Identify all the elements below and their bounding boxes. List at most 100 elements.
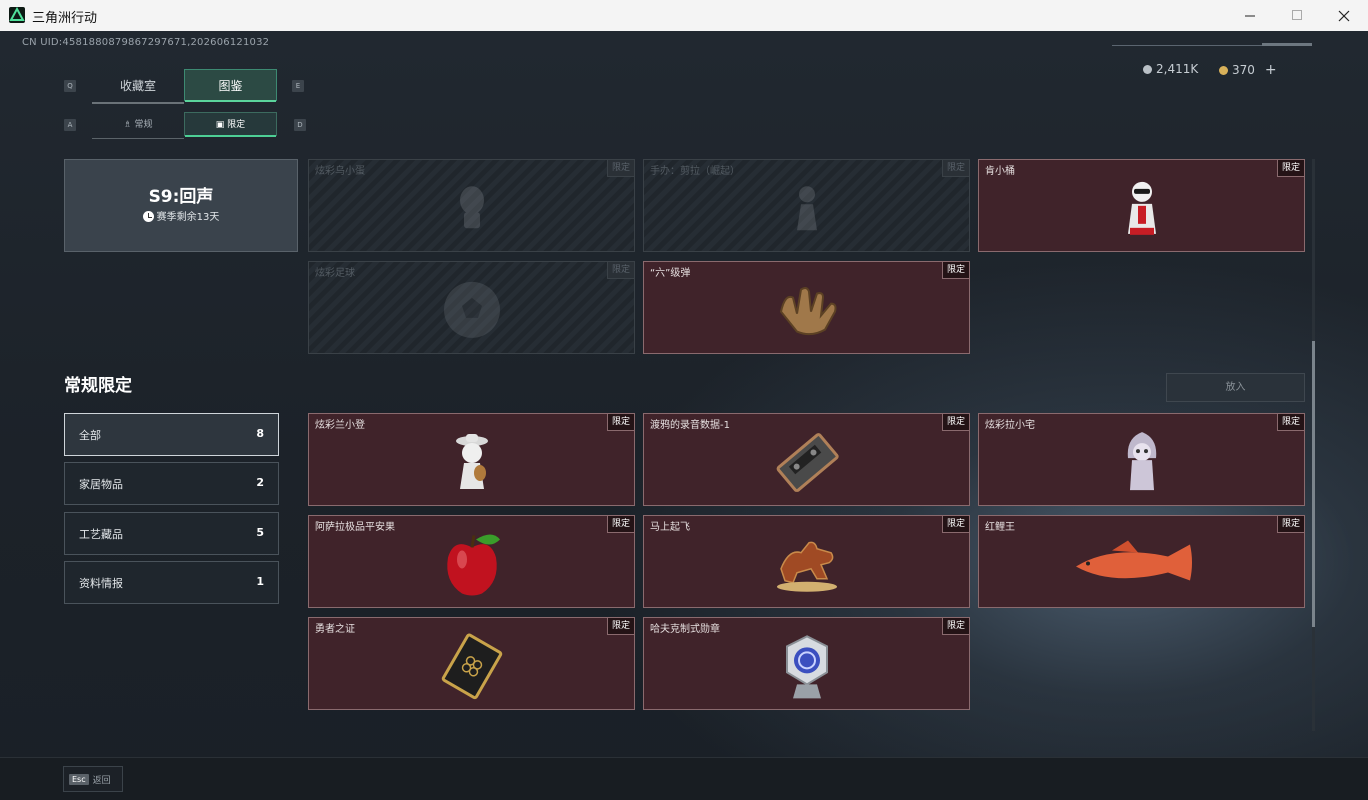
silver-currency: 2,411K — [1143, 62, 1198, 76]
tab-label: 图鉴 — [218, 79, 243, 93]
filter-label: 工艺藏品 — [79, 528, 123, 541]
season-panel: S9:回声 赛季剩余13天 — [64, 159, 298, 252]
carp-icon — [1072, 536, 1212, 594]
silver-coin-icon — [1143, 64, 1152, 74]
tab-key-hint-right: E — [292, 80, 304, 92]
limited-badge: 限定 — [941, 262, 969, 279]
close-button[interactable] — [1321, 0, 1367, 31]
collection-screen: CN UID:4581880879867297671,202606121032 … — [0, 31, 1368, 800]
item-name: 手办：剪拉（崛起） — [650, 166, 740, 177]
item-card[interactable]: 阿萨拉极品平安果 限定 — [308, 515, 635, 608]
filter-all[interactable]: 全部 8 — [64, 413, 279, 456]
esc-key-icon: Esc — [69, 773, 89, 785]
scrollbar-thumb[interactable] — [1312, 341, 1315, 627]
limited-badge: 限定 — [1276, 516, 1304, 533]
add-currency-button[interactable]: + — [1264, 62, 1277, 78]
tab-underline — [92, 102, 184, 104]
hooded-figure-icon — [1122, 430, 1162, 498]
apple-icon — [440, 529, 504, 603]
regular-icon: ♗ — [123, 120, 135, 130]
limited-badge: 限定 — [1276, 160, 1304, 177]
limited-badge: 限定 — [606, 516, 634, 533]
back-button[interactable]: Esc 返回 — [63, 766, 123, 792]
figure-icon — [789, 182, 825, 236]
item-card[interactable]: 手办：剪拉（崛起） 限定 — [643, 159, 970, 252]
item-card[interactable]: “六”级弹 限定 — [643, 261, 970, 354]
bottom-bar: Esc 返回 — [0, 757, 1368, 800]
filter-home-items[interactable]: 家居物品 2 — [64, 462, 279, 505]
item-name: 炫彩兰小登 — [315, 420, 365, 431]
section-title: 常规限定 — [64, 376, 132, 396]
header-divider-accent — [1262, 43, 1312, 46]
limited-badge: 限定 — [606, 160, 634, 177]
player-uid: CN UID:4581880879867297671,202606121032 — [22, 37, 270, 48]
gold-currency: 370 + — [1219, 62, 1277, 78]
item-name: 炫彩乌小蛋 — [315, 166, 365, 177]
item-name: 勇者之证 — [315, 624, 355, 635]
subtab-label: 限定 — [227, 120, 246, 130]
filter-intel[interactable]: 资料情报 1 — [64, 561, 279, 604]
tab-key-hint-left: Q — [64, 80, 76, 92]
filter-count: 5 — [256, 526, 264, 539]
header-divider — [1112, 45, 1312, 46]
tab-codex[interactable]: 图鉴 — [184, 69, 277, 102]
football-icon — [442, 279, 502, 343]
gold-coin-icon — [1219, 65, 1228, 75]
item-name: 哈夫克制式勋章 — [650, 624, 720, 635]
clock-icon — [142, 211, 154, 222]
item-card[interactable]: 炫彩拉小宅 限定 — [978, 413, 1305, 506]
item-name: 阿萨拉极品平安果 — [315, 522, 395, 533]
item-name: 红鲤王 — [985, 522, 1015, 533]
window-titlebar: 三角洲行动 — [0, 0, 1368, 32]
item-card[interactable]: 渡鸦的录音数据-1 限定 — [643, 413, 970, 506]
limited-badge: 限定 — [606, 618, 634, 635]
item-name: 马上起飞 — [650, 522, 690, 533]
item-name: 炫彩足球 — [315, 268, 355, 279]
card-icon — [437, 632, 507, 704]
item-card[interactable]: 勇者之证 限定 — [308, 617, 635, 710]
tab-label: 收藏室 — [119, 79, 156, 93]
cassette-icon — [772, 431, 842, 495]
limited-badge: 限定 — [941, 516, 969, 533]
filter-label: 家居物品 — [79, 478, 123, 491]
subtab-underline — [185, 135, 276, 137]
item-card[interactable]: 炫彩足球 限定 — [308, 261, 635, 354]
filter-count: 2 — [256, 476, 264, 489]
item-name: 炫彩拉小宅 — [985, 420, 1035, 431]
item-card[interactable]: 炫彩兰小登 限定 — [308, 413, 635, 506]
item-card[interactable]: 炫彩乌小蛋 限定 — [308, 159, 635, 252]
egg-figure-icon — [452, 182, 492, 236]
limited-badge: 限定 — [606, 414, 634, 431]
subtab-underline — [92, 138, 184, 139]
tab-underline — [185, 100, 276, 102]
item-card[interactable]: 红鲤王 限定 — [978, 515, 1305, 608]
colonel-figure-icon — [1120, 177, 1164, 241]
season-remaining-text: 赛季剩余13天 — [156, 212, 220, 223]
limited-badge: 限定 — [941, 414, 969, 431]
subtab-limited[interactable]: ▣ 限定 — [184, 112, 277, 137]
filter-count: 1 — [256, 575, 264, 588]
maximize-button[interactable] — [1274, 0, 1320, 31]
limited-badge: 限定 — [941, 160, 969, 177]
filter-label: 全部 — [79, 429, 101, 442]
scrollbar[interactable] — [1312, 159, 1315, 731]
item-card[interactable]: 马上起飞 限定 — [643, 515, 970, 608]
tab-collection-room[interactable]: 收藏室 — [92, 70, 184, 104]
filter-crafts[interactable]: 工艺藏品 5 — [64, 512, 279, 555]
silver-currency-value: 2,411K — [1156, 62, 1199, 76]
subtab-label: 常规 — [134, 120, 153, 130]
minimize-button[interactable] — [1227, 0, 1273, 31]
item-card[interactable]: 肯小桶 限定 — [978, 159, 1305, 252]
season-remaining: 赛季剩余13天 — [65, 208, 297, 223]
limited-badge: 限定 — [606, 262, 634, 279]
item-name: 渡鸦的录音数据-1 — [650, 420, 730, 431]
app-logo-icon — [9, 7, 25, 23]
item-card[interactable]: 哈夫克制式勋章 限定 — [643, 617, 970, 710]
item-name: “六”级弹 — [650, 268, 691, 279]
limited-badge: 限定 — [941, 618, 969, 635]
sombrero-figure-icon — [450, 430, 494, 496]
limited-icon: ▣ — [215, 120, 228, 130]
deposit-button[interactable]: 放入 — [1166, 373, 1305, 402]
subtab-regular[interactable]: ♗ 常规 — [92, 113, 184, 139]
